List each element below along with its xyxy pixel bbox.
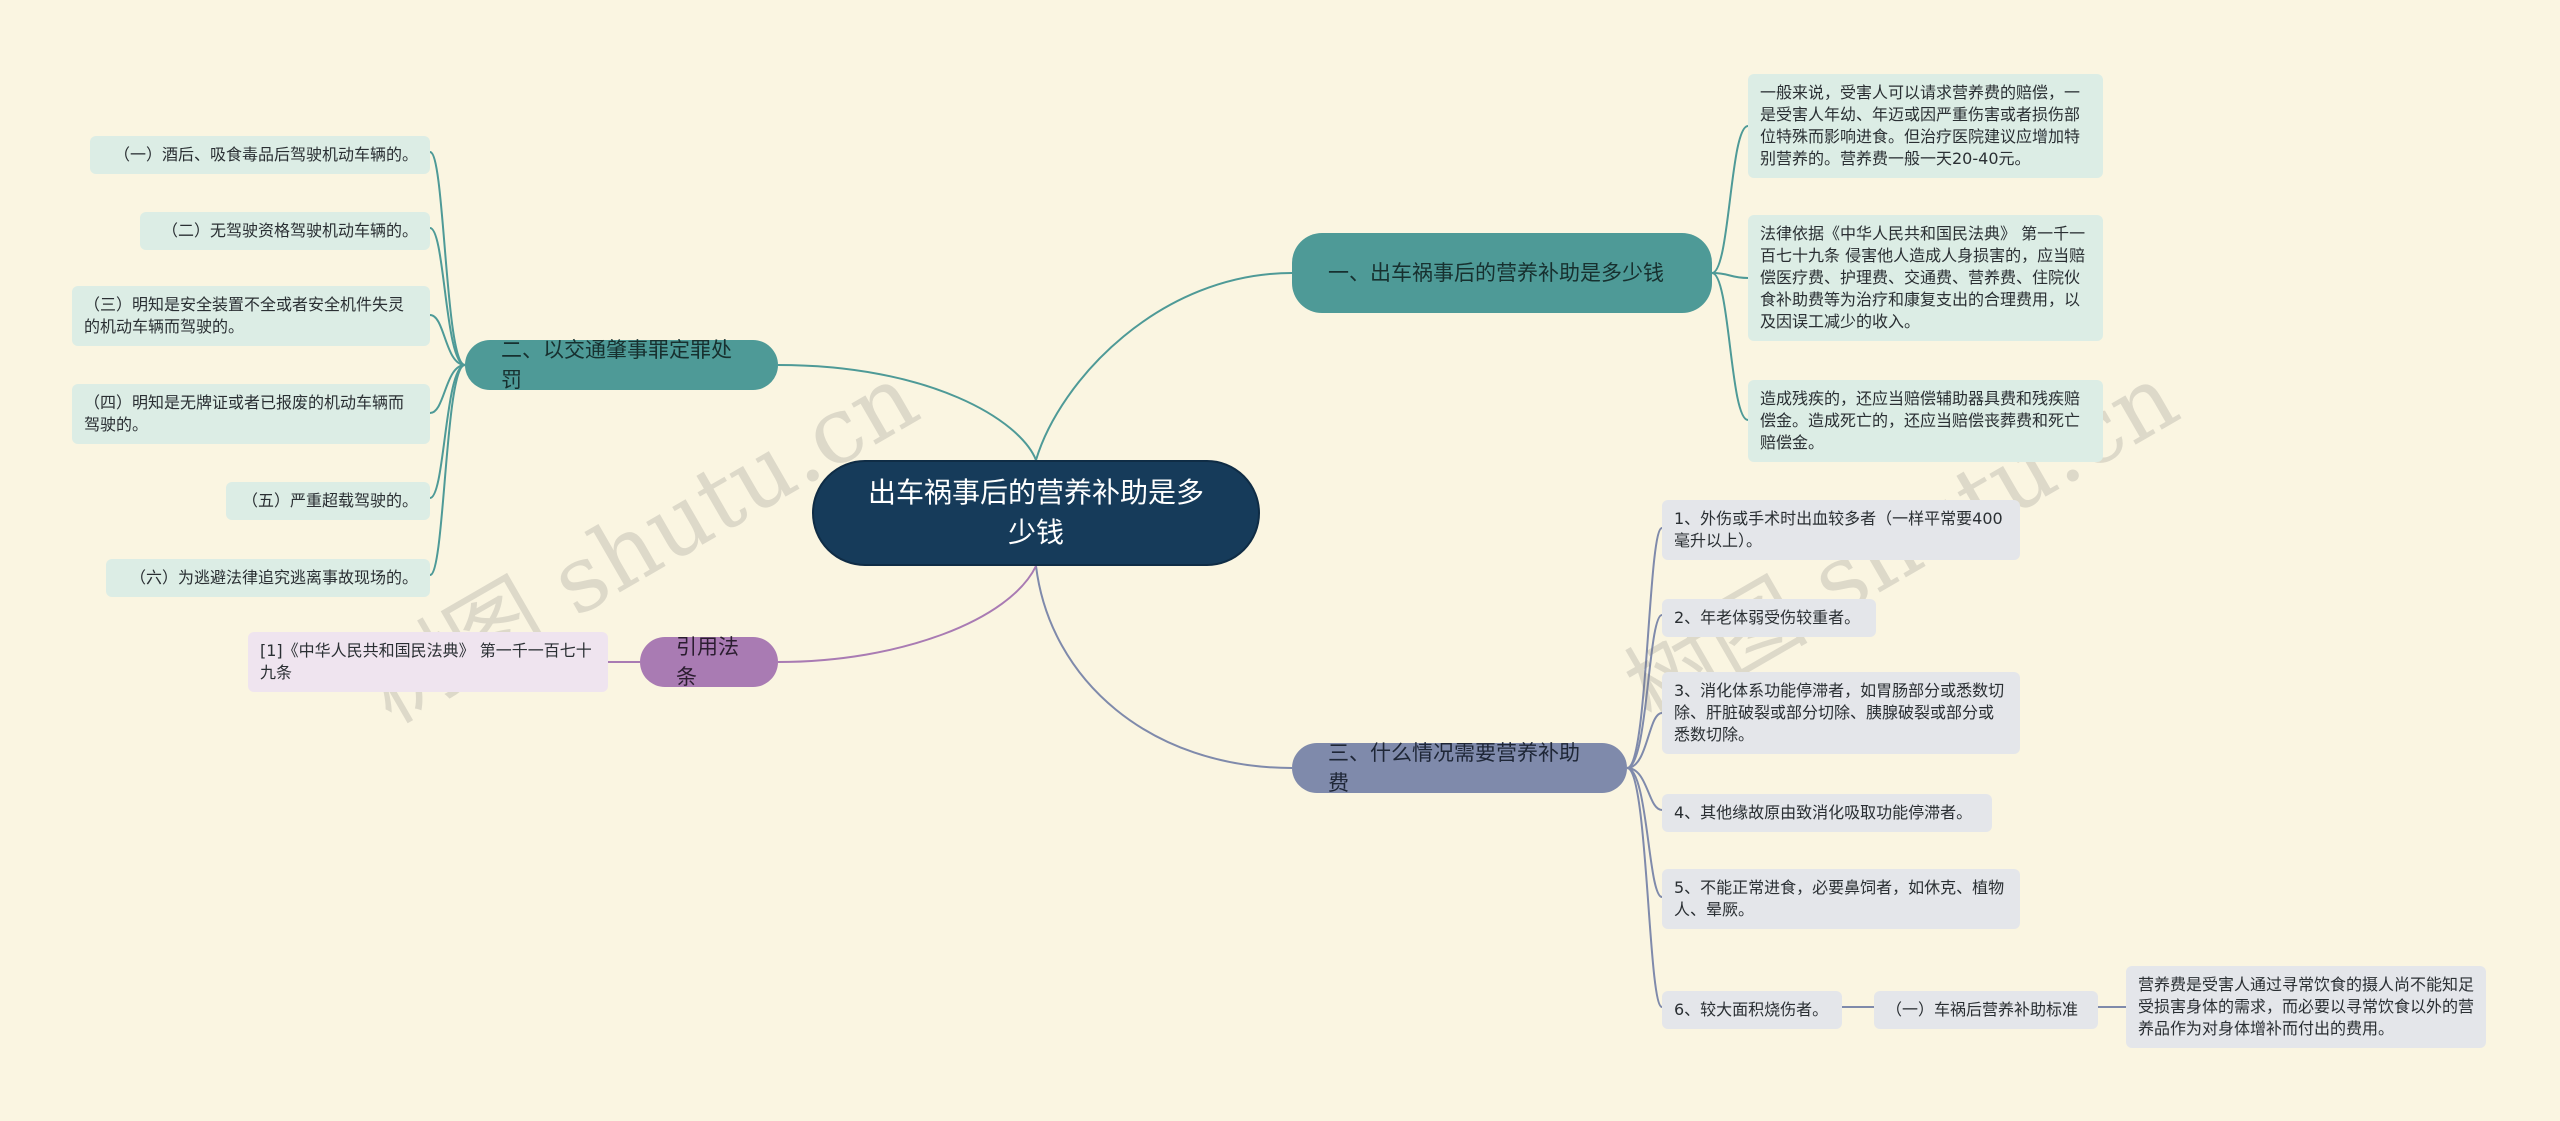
link-b3-leaf4 — [1626, 767, 1663, 811]
link-b3-leaf2 — [1626, 614, 1663, 769]
link-b2-leaf1 — [429, 151, 466, 366]
leaf-no-license[interactable]: （二）无驾驶资格驾驶机动车辆的。 — [140, 212, 430, 250]
link-b3-leaf6 — [1626, 767, 1663, 1008]
leaf-faulty-safety[interactable]: （三）明知是安全装置不全或者安全机件失灵的机动车辆而驾驶的。 — [72, 286, 430, 346]
link-b1-leaf3 — [1711, 272, 1749, 421]
branch-traffic-crime[interactable]: 二、以交通肇事罪定罪处罚 — [465, 338, 778, 392]
link-root-b3 — [1035, 565, 1293, 769]
leaf-drunk-driving[interactable]: （一）酒后、吸食毒品后驾驶机动车辆的。 — [90, 136, 430, 174]
link-b3-leaf3 — [1626, 712, 1663, 769]
link-b1-leaf2 — [1711, 272, 1749, 279]
leaf-standard[interactable]: （一）车祸后营养补助标准 — [1874, 991, 2098, 1029]
leaf-unplated-vehicle[interactable]: （四）明知是无牌证或者已报废的机动车辆而驾驶的。 — [72, 384, 430, 444]
branch-when-needed[interactable]: 三、什么情况需要营养补助费 — [1292, 741, 1627, 795]
leaf-absorption[interactable]: 4、其他缘故原由致消化吸取功能停滞者。 — [1662, 794, 1992, 832]
branch-cited-law[interactable]: 引用法条 — [640, 635, 778, 689]
link-b2-leaf6 — [429, 364, 466, 576]
leaf-civil-code-1179[interactable]: [1]《中华人民共和国民法典》 第一千一百七十九条 — [248, 632, 608, 692]
leaf-hit-and-run[interactable]: （六）为逃避法律追究逃离事故现场的。 — [106, 559, 430, 597]
link-b2-leaf4 — [429, 364, 466, 414]
leaf-legal-basis[interactable]: 法律依据《中华人民共和国民法典》 第一千一百七十九条 侵害他人造成人身损害的，应… — [1748, 215, 2103, 341]
branch-nutrition-amount[interactable]: 一、出车祸事后的营养补助是多少钱 — [1292, 233, 1712, 313]
leaf-standard-detail[interactable]: 营养费是受害人通过寻常饮食的摄人尚不能知足受损害身体的需求，而必要以寻常饮食以外… — [2126, 966, 2486, 1048]
link-b1-leaf1 — [1711, 125, 1749, 274]
root-topic[interactable]: 出车祸事后的营养补助是多少钱 — [812, 460, 1260, 566]
leaf-burns[interactable]: 6、较大面积烧伤者。 — [1662, 991, 1842, 1029]
leaf-elderly[interactable]: 2、年老体弱受伤较重者。 — [1662, 599, 1876, 637]
link-root-b4 — [777, 565, 1037, 663]
leaf-nutrition-general[interactable]: 一般来说，受害人可以请求营养费的赔偿，一是受害人年幼、年迈或因严重伤害或者损伤部… — [1748, 74, 2103, 178]
leaf-disability-death[interactable]: 造成残疾的，还应当赔偿辅助器具费和残疾赔偿金。造成死亡的，还应当赔偿丧葬费和死亡… — [1748, 380, 2103, 462]
link-root-b2 — [777, 364, 1037, 461]
leaf-nasal-feeding[interactable]: 5、不能正常进食，必要鼻饲者，如休克、植物人、晕厥。 — [1662, 869, 2020, 929]
link-root-b1 — [1035, 272, 1293, 461]
link-b3-leaf5 — [1626, 767, 1663, 898]
leaf-blood-loss[interactable]: 1、外伤或手术时出血较多者（一样平常要400毫升以上）。 — [1662, 500, 2020, 560]
link-b2-leaf2 — [429, 227, 466, 366]
link-b3-leaf1 — [1626, 527, 1663, 769]
leaf-overload[interactable]: （五）严重超载驾驶的。 — [226, 482, 430, 520]
link-b2-leaf3 — [429, 314, 466, 366]
leaf-digestive[interactable]: 3、消化体系功能停滞者，如胃肠部分或悉数切除、肝脏破裂或部分切除、胰腺破裂或部分… — [1662, 672, 2020, 754]
